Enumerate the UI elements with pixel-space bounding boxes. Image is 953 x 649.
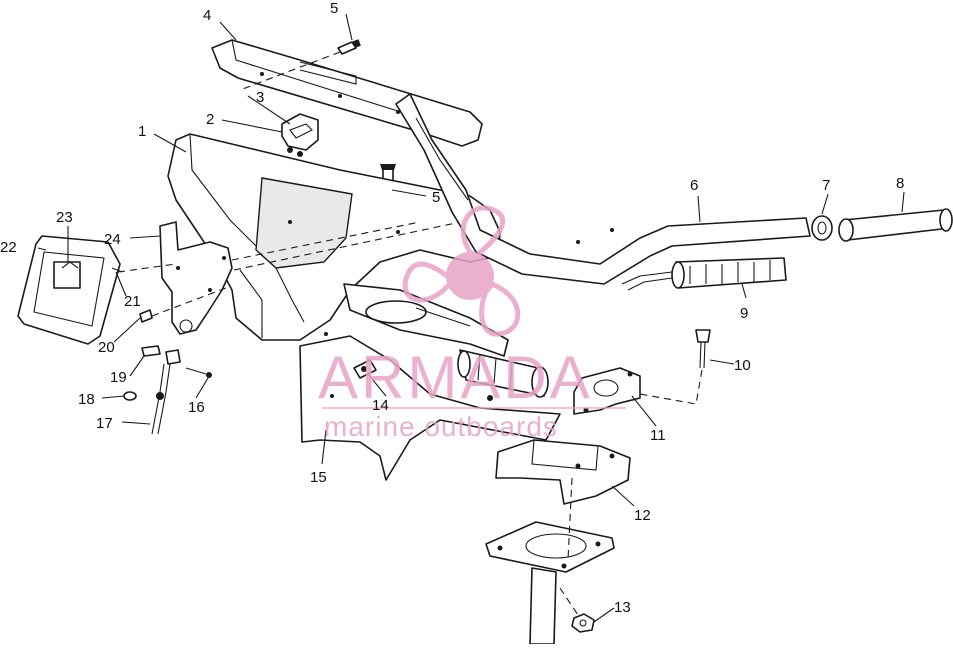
callout-23: 23 <box>56 209 73 226</box>
part-10-bolt <box>639 329 711 405</box>
part-6-handlebar <box>395 93 811 285</box>
callout-4: 4 <box>203 7 211 24</box>
part-2-switch <box>281 113 319 157</box>
callout-20: 20 <box>98 339 115 356</box>
callout-21: 21 <box>124 293 141 310</box>
callout-6: 6 <box>690 177 698 194</box>
part-19-pin <box>141 345 161 357</box>
callout-2: 2 <box>206 111 214 128</box>
callout-9: 9 <box>740 305 748 322</box>
callout-7: 7 <box>822 177 830 194</box>
part-4-top-cover <box>211 39 483 147</box>
callout-5-top: 5 <box>330 0 338 17</box>
part-12-lower-clamp <box>495 439 631 505</box>
callout-1: 1 <box>138 123 146 140</box>
callout-3: 3 <box>256 89 264 106</box>
callout-13: 13 <box>614 599 631 616</box>
watermark-tagline: marine outboards <box>324 411 558 442</box>
callout-22: 22 <box>0 239 17 256</box>
steering-post <box>485 477 615 645</box>
callout-19: 19 <box>110 369 127 386</box>
part-16-screw <box>165 349 212 378</box>
part-7-end-plug <box>811 215 833 241</box>
watermark: ARMADA marine outboards <box>318 205 626 442</box>
part-17-cable <box>151 363 171 435</box>
part-20-screw <box>139 287 227 323</box>
part-23-decal <box>53 261 81 289</box>
callout-14: 14 <box>372 397 389 414</box>
leader-lines <box>37 13 905 623</box>
propeller-logo <box>402 205 521 337</box>
part-9-heated-grip <box>621 257 787 291</box>
callout-8: 8 <box>896 175 904 192</box>
callout-18: 18 <box>78 391 95 408</box>
part-13-nut <box>571 613 595 633</box>
callout-labels: 4 5 3 2 1 5 6 7 8 9 10 11 12 13 14 15 16… <box>0 0 904 616</box>
callout-16: 16 <box>188 399 205 416</box>
callout-5-mid: 5 <box>432 189 440 206</box>
part-14-bolt <box>353 359 377 379</box>
part-1-console-housing <box>167 133 501 341</box>
watermark-brand: ARMADA <box>318 344 593 411</box>
steering-shaft <box>457 349 549 398</box>
callout-11: 11 <box>650 427 666 444</box>
part-5-bolt-top <box>239 39 361 91</box>
part-8-grip <box>838 208 953 242</box>
callout-12: 12 <box>634 507 651 524</box>
part-22-cover-panel <box>17 235 121 345</box>
callout-15: 15 <box>310 469 327 486</box>
callout-10: 10 <box>734 357 751 374</box>
part-21-screw <box>111 263 177 273</box>
callout-24: 24 <box>104 231 121 248</box>
part-18-nut <box>123 391 137 401</box>
callout-17: 17 <box>96 415 113 432</box>
